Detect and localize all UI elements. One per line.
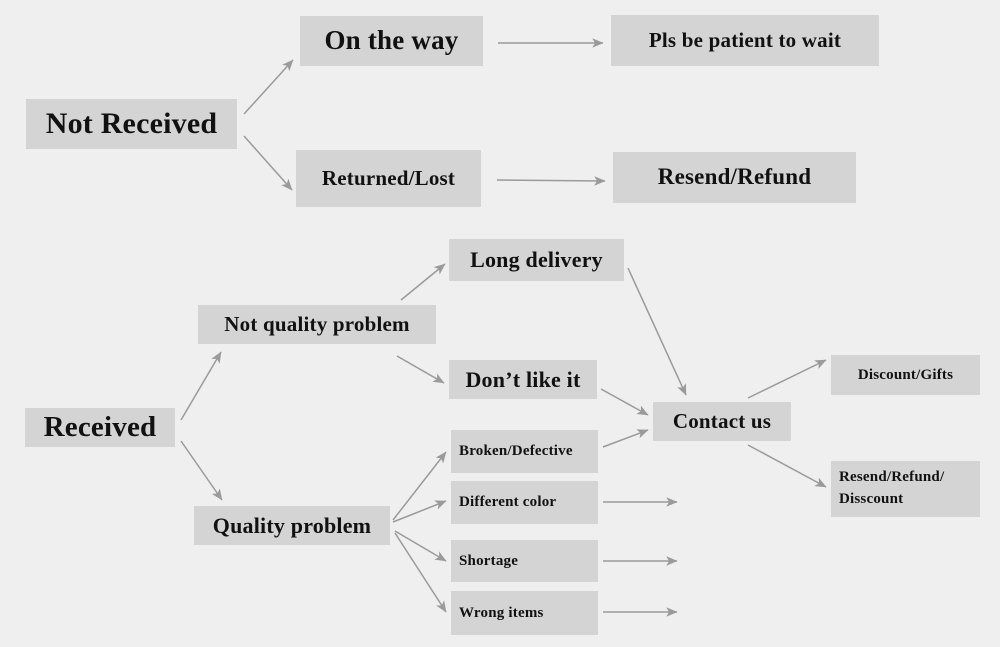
edge-notquality-dontlike [396, 355, 445, 384]
node-quality-problem[interactable]: Quality problem [194, 506, 390, 545]
edge-contactus-discountgifts [747, 359, 827, 399]
edge-quality-broken [392, 451, 447, 521]
edge-notreceived-ontheway [243, 59, 294, 115]
node-not-received[interactable]: Not Received [26, 99, 237, 149]
edge-longdelivery-contactus [627, 267, 687, 396]
node-different-color[interactable]: Different color [451, 481, 598, 524]
edge-quality-diffcolor [392, 500, 447, 523]
node-wrong-items[interactable]: Wrong items [451, 591, 598, 635]
edge-notquality-longdelivery [400, 263, 446, 301]
edge-notreceived-returnedlost [243, 135, 293, 191]
node-dont-like-it[interactable]: Don’t like it [449, 360, 597, 399]
node-broken-defective[interactable]: Broken/Defective [451, 430, 598, 473]
node-long-delivery[interactable]: Long delivery [449, 239, 624, 281]
node-resend-refund-discount[interactable]: Resend/Refund/ Disscount [831, 461, 980, 517]
edge-dontlike-contactus [600, 388, 649, 416]
edge-quality-shortage [394, 530, 447, 562]
node-discount-gifts[interactable]: Discount/Gifts [831, 355, 980, 395]
edge-quality-wrongitems [394, 532, 447, 613]
node-pls-be-patient-to-wait[interactable]: Pls be patient to wait [611, 15, 879, 66]
node-shortage[interactable]: Shortage [451, 540, 598, 582]
node-received[interactable]: Received [25, 408, 175, 447]
edge-contactus-resendrefunddiscount [747, 444, 827, 488]
node-on-the-way[interactable]: On the way [300, 16, 483, 66]
edge-returnedlost-resendrefund [496, 176, 606, 186]
node-returned-lost[interactable]: Returned/Lost [296, 150, 481, 207]
node-contact-us[interactable]: Contact us [653, 402, 791, 441]
edge-received-notquality [180, 351, 222, 421]
edge-broken-contactus [602, 429, 649, 448]
edge-received-quality [180, 440, 223, 501]
node-resend-refund[interactable]: Resend/Refund [613, 152, 856, 203]
node-not-quality-problem[interactable]: Not quality problem [198, 305, 436, 344]
